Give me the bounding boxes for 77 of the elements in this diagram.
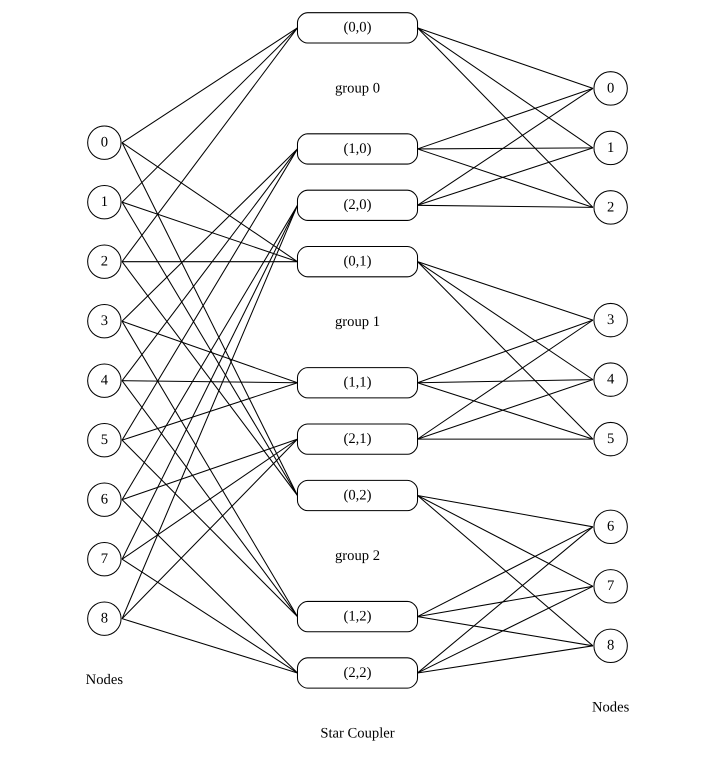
connector (121, 202, 298, 262)
connector (416, 494, 592, 528)
node-box: (0,0) (296, 12, 418, 44)
node-circle: 3 (86, 304, 122, 338)
connector (416, 586, 593, 674)
connector (416, 495, 593, 587)
connector (416, 495, 593, 646)
connector (121, 27, 298, 203)
connector (121, 380, 298, 617)
connector (121, 148, 298, 381)
connector (416, 261, 593, 380)
label: Nodes (591, 699, 629, 716)
connector (416, 526, 593, 674)
node-box: (2,0) (296, 190, 418, 221)
node-circle: 6 (86, 482, 122, 517)
node-circle: 4 (86, 363, 122, 398)
node-circle: 7 (592, 569, 628, 604)
node-circle: 3 (592, 302, 628, 338)
label: Nodes (85, 672, 123, 688)
node-box: (1,0) (296, 133, 418, 165)
node-circle: 4 (592, 362, 628, 397)
node-circle: 0 (86, 125, 122, 160)
connector (121, 320, 298, 617)
connector (416, 320, 593, 440)
connector (416, 645, 592, 674)
connector (416, 88, 593, 206)
connector (416, 27, 593, 148)
connector (121, 28, 298, 262)
connector (417, 379, 592, 384)
connector (121, 320, 298, 384)
connector (416, 261, 593, 321)
node-box: (2,1) (296, 423, 418, 455)
node-circle: 5 (592, 422, 628, 456)
label: Star Coupler (320, 725, 394, 742)
connector (417, 438, 592, 440)
connector (121, 261, 298, 496)
connector (416, 320, 593, 384)
node-box: (2,2) (296, 657, 418, 689)
connector (122, 261, 297, 262)
connector (416, 27, 593, 89)
node-box: (0,1) (296, 246, 418, 278)
node-circle: 0 (592, 71, 628, 106)
connector (121, 558, 298, 674)
node-box: (1,2) (296, 600, 418, 632)
node-circle: 1 (592, 130, 628, 166)
node-circle: 1 (86, 184, 122, 220)
connector (416, 261, 593, 440)
node-circle: 8 (86, 601, 122, 636)
connector (416, 616, 592, 646)
label: group 1 (334, 314, 380, 330)
connector (122, 380, 297, 384)
connector (416, 88, 593, 150)
connector (121, 438, 298, 500)
node-circle: 6 (592, 510, 628, 544)
connector (417, 204, 592, 208)
connector (121, 499, 298, 674)
connector (121, 148, 298, 440)
connector (121, 142, 298, 262)
node-box: (0,2) (296, 480, 418, 512)
label: group 0 (334, 80, 380, 96)
node-box: (1,1) (296, 367, 418, 398)
connector (121, 438, 298, 560)
node-circle: 7 (86, 542, 122, 576)
connector (416, 526, 593, 618)
label: group 2 (334, 548, 380, 564)
connector (416, 586, 592, 618)
connector (121, 382, 298, 441)
node-circle: 2 (592, 190, 628, 225)
connector (121, 148, 298, 322)
node-circle: 2 (86, 244, 122, 279)
connector (121, 142, 298, 496)
node-circle: 5 (86, 422, 122, 458)
connector (121, 27, 298, 144)
connector (417, 147, 592, 150)
connector (416, 27, 593, 208)
connector (121, 618, 298, 674)
node-circle: 8 (592, 628, 628, 664)
